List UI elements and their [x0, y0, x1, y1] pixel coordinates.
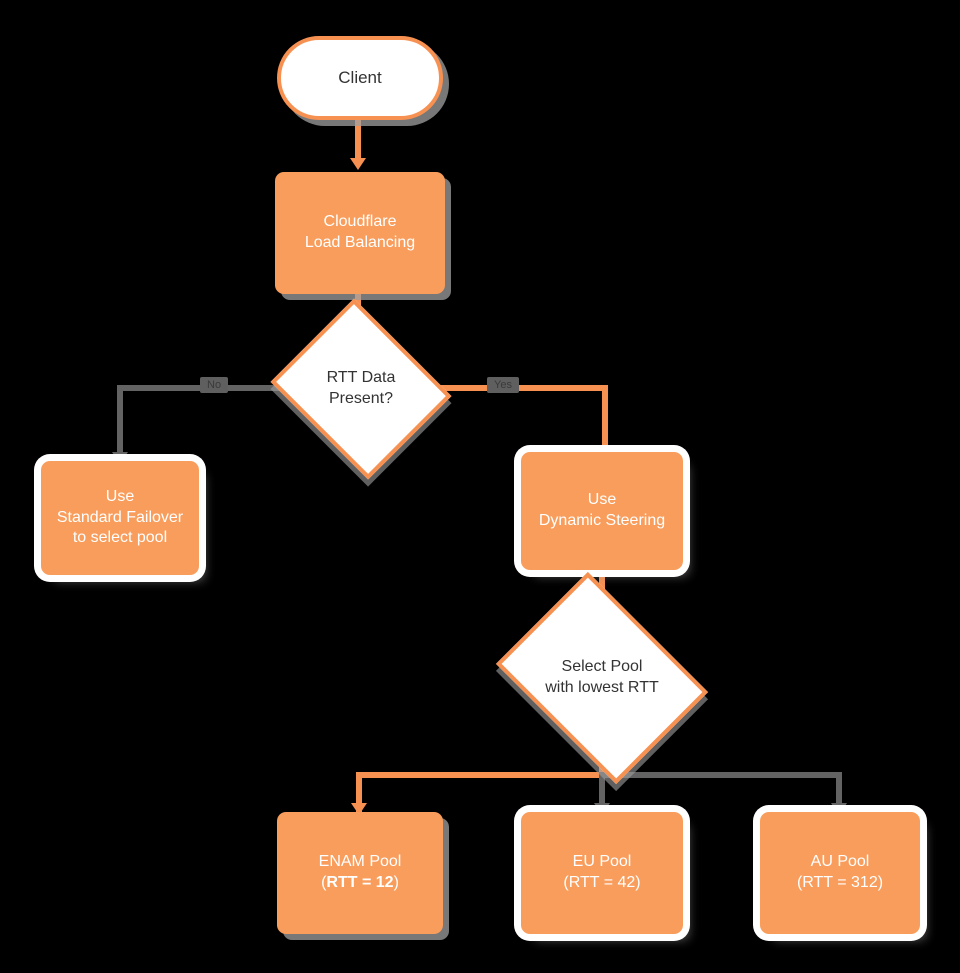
- node-select-pool[interactable]: Select Pool with lowest RTT: [495, 571, 709, 785]
- node-enam-pool-label: ENAM Pool (RTT = 12): [319, 852, 402, 894]
- node-dynamic-steering-label: Use Dynamic Steering: [539, 490, 665, 532]
- node-standard-failover-label: Use Standard Failover to select pool: [57, 487, 183, 549]
- node-au-pool-line1: AU Pool: [810, 853, 870, 871]
- node-standard-failover[interactable]: Use Standard Failover to select pool: [41, 461, 199, 575]
- node-load-balancing-line2: Load Balancing: [304, 234, 416, 251]
- node-load-balancing-line1: Cloudflare: [323, 213, 397, 231]
- node-enam-pool-rtt-value: RTT = 12: [326, 874, 394, 891]
- edge-rtt-yes-horizontal: [440, 385, 608, 391]
- edge-label-yes: Yes: [487, 377, 519, 394]
- node-enam-pool-rtt-prefix: (: [321, 874, 327, 891]
- node-au-pool-rtt-suffix: ): [877, 874, 884, 891]
- node-au-pool-label: AU Pool (RTT = 312): [797, 852, 883, 894]
- node-eu-pool[interactable]: EU Pool (RTT = 42): [521, 812, 683, 934]
- node-dynamic-steering-line1: Use: [587, 491, 617, 509]
- node-standard-failover-line2: Standard Failover: [56, 508, 184, 526]
- node-dynamic-steering[interactable]: Use Dynamic Steering: [521, 452, 683, 570]
- node-client-label: Client: [338, 67, 382, 87]
- node-load-balancing[interactable]: Cloudflare Load Balancing: [275, 172, 445, 294]
- node-load-balancing-label: Cloudflare Load Balancing: [305, 212, 415, 254]
- node-eu-pool-label: EU Pool (RTT = 42): [563, 852, 640, 894]
- node-select-pool-line1: Select Pool: [561, 658, 643, 676]
- node-standard-failover-line1: Use: [105, 487, 135, 505]
- node-eu-pool-rtt-value: RTT = 42: [568, 874, 636, 891]
- node-au-pool-rtt-prefix: (: [796, 874, 803, 891]
- node-au-pool[interactable]: AU Pool (RTT = 312): [760, 812, 920, 934]
- node-enam-pool-rtt: (RTT = 12): [321, 874, 399, 891]
- node-au-pool-rtt-value: RTT = 312: [802, 874, 878, 891]
- node-standard-failover-line3: to select pool: [72, 529, 168, 547]
- edge-label-no: No: [200, 377, 229, 394]
- node-enam-pool[interactable]: ENAM Pool (RTT = 12): [277, 812, 443, 934]
- node-eu-pool-rtt-prefix: (: [563, 874, 569, 891]
- node-rtt-data-present-label: RTT Data Present?: [292, 368, 430, 410]
- node-enam-pool-line1: ENAM Pool: [318, 853, 402, 871]
- node-eu-pool-rtt: (RTT = 42): [563, 874, 640, 891]
- arrowhead-client-to-lb: [350, 158, 366, 170]
- edge-bus-to-enam-vertical: [356, 772, 362, 814]
- edge-bus-right: [599, 772, 842, 778]
- node-rtt-data-present-line2: Present?: [328, 390, 394, 407]
- node-rtt-data-present-line1: RTT Data: [326, 369, 396, 387]
- edge-rtt-no-vertical: [117, 385, 123, 463]
- node-dynamic-steering-line2: Dynamic Steering: [538, 512, 666, 529]
- edge-client-to-lb: [355, 120, 361, 164]
- edge-bus-to-eu-vertical: [599, 772, 605, 814]
- node-client[interactable]: Client: [277, 36, 443, 120]
- node-rtt-data-present[interactable]: RTT Data Present?: [270, 298, 452, 480]
- node-enam-pool-rtt-suffix: ): [393, 874, 399, 891]
- edge-bus-left: [356, 772, 604, 778]
- node-eu-pool-rtt-suffix: ): [635, 874, 641, 891]
- node-au-pool-rtt: (RTT = 312): [797, 874, 883, 891]
- node-select-pool-line2: with lowest RTT: [545, 679, 659, 696]
- edge-bus-to-au-vertical: [836, 772, 842, 814]
- node-eu-pool-line1: EU Pool: [572, 853, 632, 871]
- edge-rtt-yes-vertical: [602, 385, 608, 465]
- edge-rtt-no-horizontal: [117, 385, 282, 391]
- node-select-pool-label: Select Pool with lowest RTT: [517, 657, 687, 699]
